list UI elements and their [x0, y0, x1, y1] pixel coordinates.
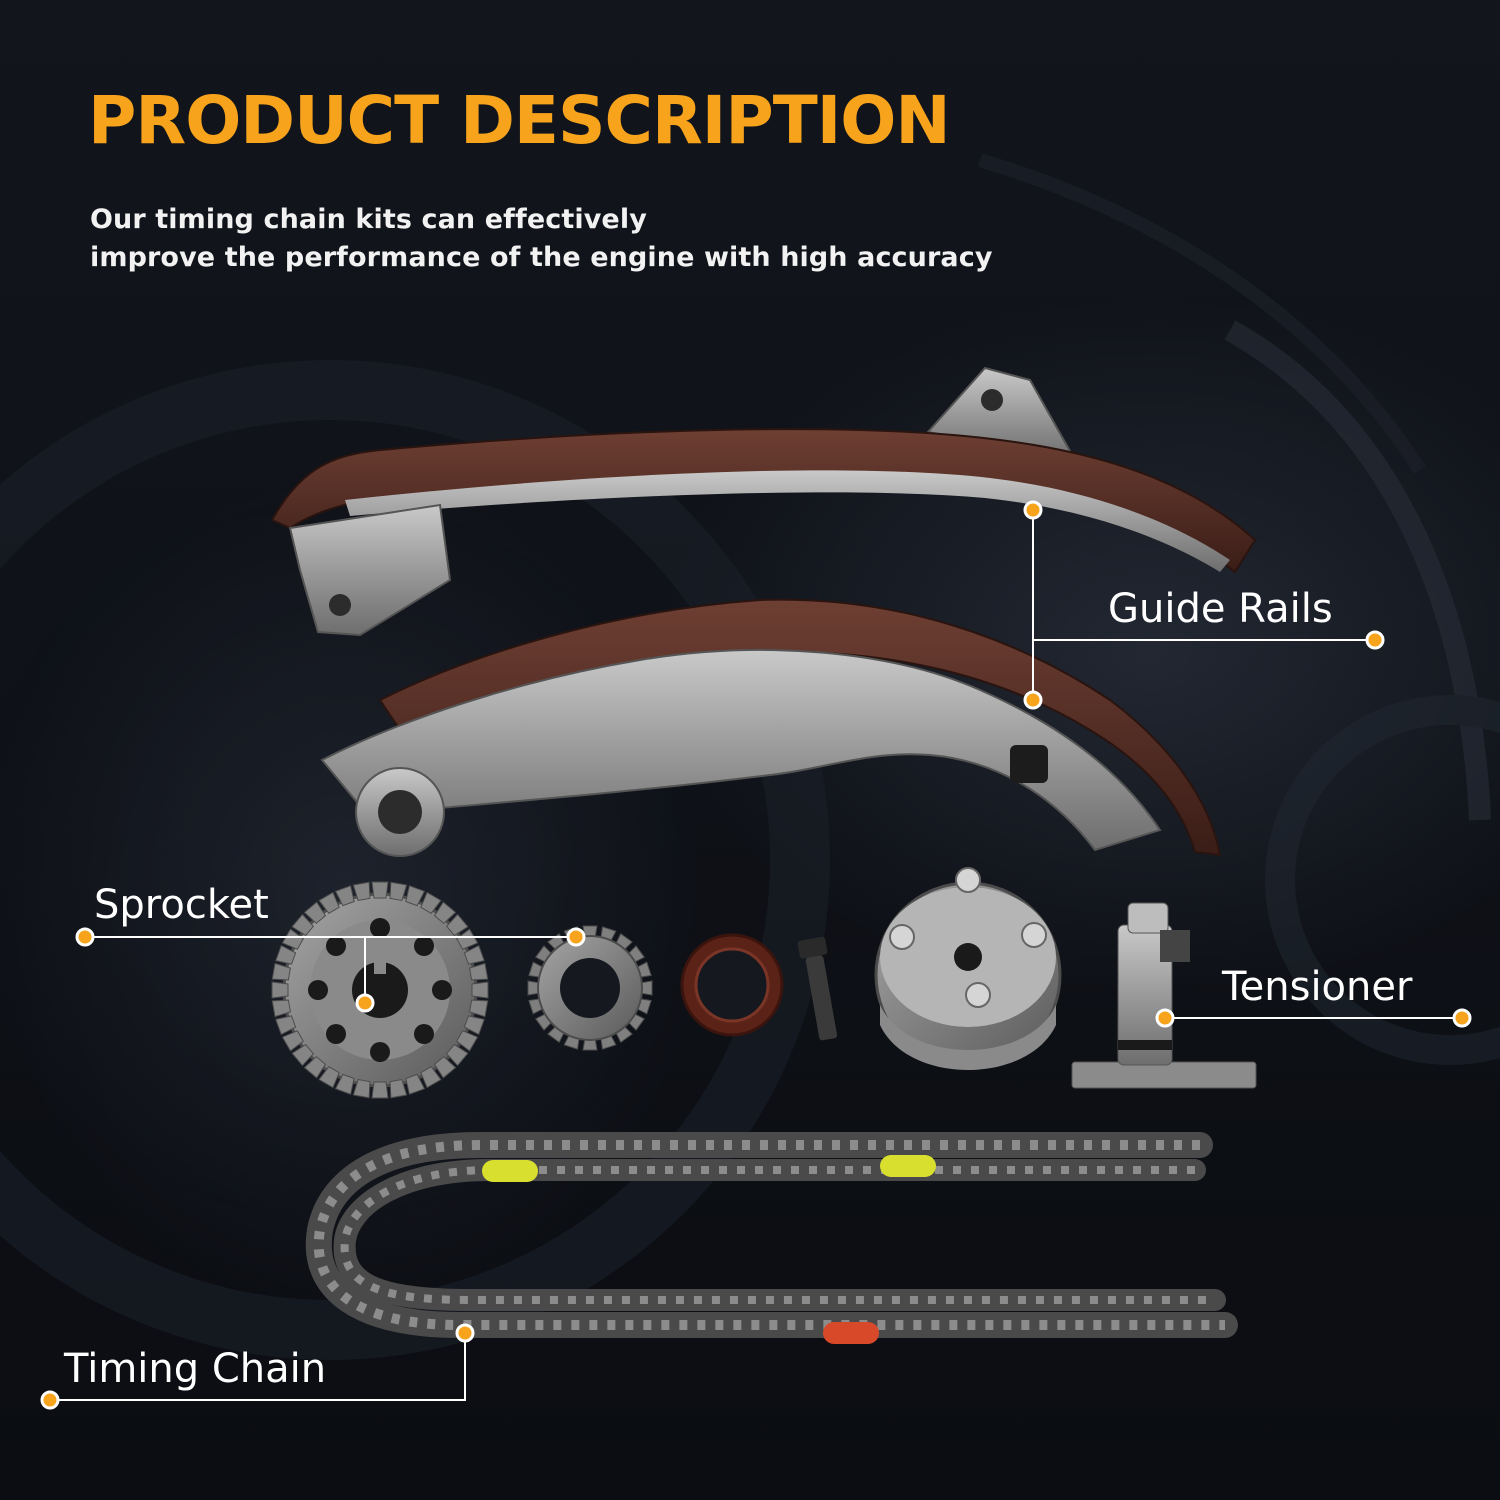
timing-chain-dot-chain — [455, 1323, 475, 1343]
timing-chain-dot-start — [40, 1390, 60, 1410]
timing-chain-leader — [50, 1333, 466, 1401]
guide-rails-dot-lower — [1023, 690, 1043, 710]
sprocket-dot-start — [75, 927, 95, 947]
lower-guide-rail — [320, 598, 1222, 857]
guide-rails-label: Guide Rails — [1108, 586, 1333, 632]
oil-seal — [680, 933, 784, 1037]
upper-guide-rail — [270, 366, 1257, 637]
tensioner-dot-start — [1155, 1008, 1175, 1028]
small-sprocket — [527, 925, 653, 1051]
callout-dots — [40, 500, 1472, 1410]
guide-rails-dot-end — [1365, 630, 1385, 650]
large-sprocket — [271, 881, 489, 1099]
subtitle-line-1: Our timing chain kits can effectively — [90, 204, 647, 235]
sprocket-dot-large — [355, 993, 375, 1013]
callout-lines — [50, 510, 1462, 1401]
page-title: PRODUCT DESCRIPTION — [88, 82, 951, 159]
timing-chain-label: Timing Chain — [64, 1346, 327, 1392]
bolt — [797, 936, 838, 1041]
timing-chain — [305, 1132, 1238, 1344]
subtitle-line-2: improve the performance of the engine wi… — [90, 242, 993, 273]
sprocket-label: Sprocket — [94, 882, 269, 928]
page-subtitle: Our timing chain kits can effectively im… — [90, 201, 993, 277]
guide-rails-dot-upper — [1023, 500, 1043, 520]
tensioner-dot-end — [1452, 1008, 1472, 1028]
tensioner-part — [1071, 902, 1257, 1089]
tensioner-label: Tensioner — [1222, 964, 1413, 1010]
sprocket-dot-small — [566, 927, 586, 947]
cam-phaser — [874, 867, 1062, 1070]
